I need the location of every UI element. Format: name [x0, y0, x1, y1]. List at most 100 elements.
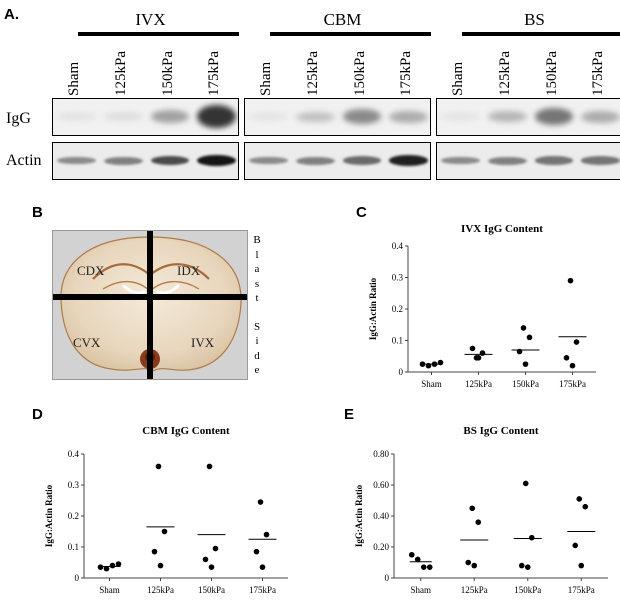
lane-label: 175kPa: [206, 51, 223, 96]
blot-band: [150, 110, 190, 123]
blot-band: [487, 111, 527, 122]
data-point: [208, 564, 215, 570]
data-point: [572, 542, 579, 549]
blot-band: [150, 155, 190, 166]
lane-label: 175kPa: [398, 51, 415, 96]
lane-label: 150kPa: [159, 51, 176, 96]
panel-c-label: C: [356, 204, 367, 221]
data-point: [157, 562, 164, 569]
data-point: [263, 531, 270, 538]
y-tick-label: 0.2: [68, 511, 79, 521]
panel-d-label: D: [32, 406, 43, 423]
blot-strip-actin: [52, 142, 239, 180]
blot-band: [103, 112, 143, 121]
blot-band: [342, 156, 382, 165]
blot-band: [295, 111, 335, 122]
quadrant-idx-label: IDX: [177, 263, 201, 278]
blot-strip-actin: [436, 142, 620, 180]
data-point: [520, 325, 527, 331]
blot-band: [487, 156, 527, 165]
blot-band: [581, 156, 620, 165]
lane-label: 175kPa: [590, 51, 607, 96]
x-tick-label: Sham: [410, 585, 431, 595]
data-point: [465, 559, 472, 566]
y-tick-label: 0: [385, 573, 390, 583]
y-tick-label: 0.20: [373, 542, 389, 552]
blot-band: [249, 156, 288, 165]
quadrant-ivx-label: IVX: [191, 335, 215, 350]
x-tick-label: 175kPa: [249, 585, 276, 595]
data-point: [151, 548, 158, 555]
lane-label: Sham: [66, 61, 82, 96]
blot-band: [389, 110, 428, 123]
data-point: [475, 355, 482, 361]
blot-band: [197, 105, 236, 128]
blot-group-bar: [270, 32, 431, 36]
side-letter: S: [253, 320, 261, 333]
chart-title: CBM IgG Content: [142, 425, 230, 437]
quadrant-cdx-label: CDX: [77, 263, 105, 278]
y-tick-label: 0.40: [373, 511, 389, 521]
data-point: [573, 339, 580, 345]
y-axis-label: IgG:Actin Ratio: [44, 484, 54, 547]
blot-group-bar: [462, 32, 620, 36]
blot-strip-igg: [436, 98, 620, 136]
data-point: [206, 463, 213, 470]
data-point: [471, 562, 478, 569]
y-tick-label: 0.1: [68, 542, 79, 552]
row-label-igg: IgG: [6, 110, 31, 127]
blot-group-bar: [78, 32, 239, 36]
lane-label: 125kPa: [496, 51, 513, 96]
blot-group-title: BS: [524, 10, 545, 29]
data-point: [475, 519, 482, 525]
chart-title: BS IgG Content: [463, 425, 539, 437]
data-point: [97, 564, 104, 570]
data-point: [576, 496, 583, 502]
y-axis-label: IgG:Actin Ratio: [354, 484, 364, 547]
y-tick-label: 0: [75, 573, 80, 583]
data-point: [257, 499, 264, 505]
panel-e-label: E: [344, 406, 355, 423]
x-tick-label: 125kPa: [465, 379, 492, 389]
lane-label: 125kPa: [304, 51, 321, 96]
x-tick-label: Sham: [421, 379, 442, 389]
data-point: [582, 503, 589, 510]
lane-label: 125kPa: [112, 51, 129, 96]
y-tick-label: 0.4: [392, 241, 404, 251]
y-tick-label: 0.3: [68, 480, 80, 490]
data-point: [212, 545, 219, 552]
blot-band: [581, 110, 620, 123]
blot-band: [441, 113, 480, 120]
data-point: [578, 562, 585, 569]
blast-side-label: B l a s t S i d e: [250, 233, 264, 378]
blot-strip-igg: [52, 98, 239, 136]
blot-group-title: IVX: [135, 10, 166, 29]
data-point: [479, 350, 486, 356]
lane-label: Sham: [450, 61, 466, 96]
x-tick-label: 150kPa: [198, 585, 225, 595]
panel-a-label: A.: [4, 6, 19, 23]
side-letter: i: [255, 335, 259, 347]
y-tick-label: 0.1: [392, 336, 403, 346]
data-point: [259, 564, 266, 570]
quadrant-cvx-label: CVX: [73, 335, 101, 350]
panel-b-label: B: [32, 204, 43, 221]
data-point: [524, 564, 531, 570]
blot-group-title: CBM: [323, 10, 362, 29]
data-point: [414, 556, 421, 563]
data-point: [518, 562, 525, 569]
blast-letter: a: [254, 263, 260, 275]
data-point: [420, 564, 427, 570]
blot-band: [534, 156, 574, 165]
side-letter: d: [254, 349, 260, 362]
data-point: [469, 345, 476, 352]
blot-band: [57, 156, 96, 165]
blot-band: [342, 109, 382, 124]
data-point: [115, 561, 122, 567]
lane-label: Sham: [258, 61, 274, 96]
blot-band: [441, 156, 480, 165]
x-tick-label: Sham: [99, 585, 120, 595]
x-tick-label: 150kPa: [512, 379, 539, 389]
